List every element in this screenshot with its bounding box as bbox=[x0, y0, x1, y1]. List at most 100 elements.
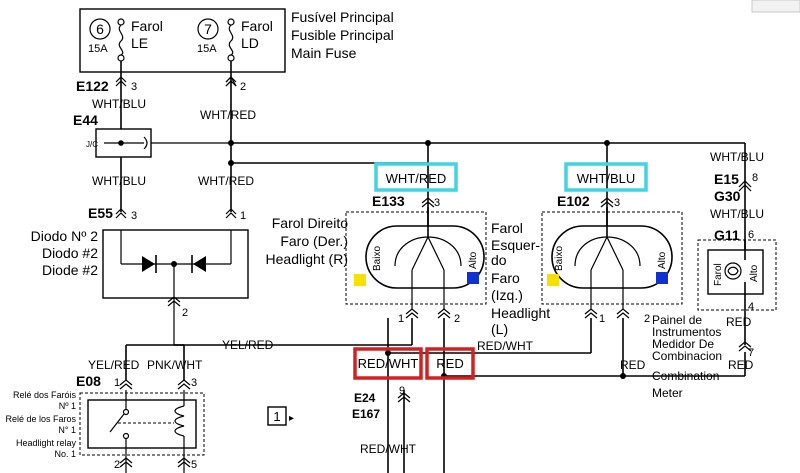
e122-pin-left: 3 bbox=[131, 81, 137, 93]
fuse-6-label-1: Farol bbox=[131, 18, 163, 34]
window-edge bbox=[751, 0, 800, 13]
e167-label: E167 bbox=[352, 407, 380, 421]
hl-left-high: Alto bbox=[657, 251, 668, 269]
e08-label: E08 bbox=[76, 373, 101, 389]
e08-pin-tl: 1 bbox=[114, 377, 120, 389]
fuse-6-amps: 15A bbox=[88, 43, 108, 55]
main-fuse-title-1: Fusível Principal bbox=[291, 9, 394, 25]
wire-red-right-2: RED bbox=[728, 358, 754, 372]
e102-pin-bl: 1 bbox=[599, 313, 605, 325]
fuse-7-label-2: LD bbox=[241, 35, 259, 51]
e15-label: E15 bbox=[714, 171, 739, 187]
diode-box bbox=[102, 229, 249, 345]
relay-label-5: Headlight relay bbox=[16, 438, 77, 448]
main-fuse-title-3: Main Fuse bbox=[291, 45, 357, 61]
relay-label-3: Relé de los Faros bbox=[5, 414, 76, 424]
wire-wht-blu-1: WHT/BLU bbox=[92, 97, 146, 111]
low-beam-marker-left bbox=[547, 274, 559, 286]
e44-junction-connector bbox=[95, 128, 231, 158]
wire-wht-blu-2: WHT/BLU bbox=[92, 174, 146, 188]
high-beam-marker-right bbox=[467, 272, 479, 284]
g11-label: G11 bbox=[714, 227, 740, 243]
fuse-6-label-2: LE bbox=[131, 35, 148, 51]
e55-pin-right: 1 bbox=[240, 210, 246, 222]
diode-label-2: Diodo #2 bbox=[42, 245, 98, 261]
e102-pin-br: 2 bbox=[644, 313, 650, 325]
hl-left-label-1: Farol bbox=[491, 220, 523, 236]
wire-wht-blu-right-1: WHT/BLU bbox=[710, 150, 764, 164]
e44-label: E44 bbox=[73, 112, 98, 128]
reference-marker: 1 ▸ bbox=[267, 406, 294, 426]
relay-label-6: No. 1 bbox=[54, 449, 76, 459]
relay-label-1: Relé dos Faróis bbox=[13, 390, 77, 400]
wire-wht-blu-right-2: WHT/BLU bbox=[710, 207, 764, 221]
low-beam-marker-right bbox=[354, 274, 366, 286]
wire-yel-red-relay: YEL/RED bbox=[88, 358, 140, 372]
e122-label: E122 bbox=[76, 78, 109, 94]
main-fuse-title-2: Fusible Principal bbox=[291, 27, 394, 43]
g30-label: G30 bbox=[714, 188, 741, 204]
cyan-highlight-right-text: WHT/BLU bbox=[577, 171, 636, 186]
red-highlight-left-text: RED/WHT bbox=[358, 356, 419, 371]
relay-label-2: Nº 1 bbox=[59, 401, 76, 411]
hl-right-label-1: Farol Direito bbox=[272, 215, 348, 231]
hl-right-label-3: Headlight (R) bbox=[266, 251, 348, 267]
ref-number: 1 bbox=[273, 409, 280, 424]
cyan-highlight-right bbox=[564, 162, 648, 192]
e102-pin-top: 3 bbox=[614, 197, 620, 209]
relay-label-4: N° 1 bbox=[58, 425, 76, 435]
e24-pin: 9 bbox=[399, 385, 405, 397]
red-highlight-left bbox=[353, 347, 423, 380]
hl-right-label-2: Faro (Der.) bbox=[280, 233, 348, 249]
wire-red-wht-mid: RED/WHT bbox=[477, 339, 534, 353]
hl-left-low: Baixo bbox=[554, 246, 565, 271]
e55-pin-left: 3 bbox=[131, 210, 137, 222]
e102-label: E102 bbox=[557, 193, 590, 209]
jc-label: J/C bbox=[86, 140, 98, 149]
high-beam-marker-left bbox=[656, 272, 668, 284]
diode-label-3: Diode #2 bbox=[42, 262, 98, 278]
e133-label: E133 bbox=[372, 193, 405, 209]
meter-high-label: Alto bbox=[749, 264, 760, 282]
e08-pin-br: 5 bbox=[191, 459, 197, 471]
fuse-7-amps: 15A bbox=[197, 43, 217, 55]
e133-pin-br: 2 bbox=[454, 313, 460, 325]
hl-left-label-2: Esquer- bbox=[491, 237, 540, 253]
wire-yel-red-mid: YEL/RED bbox=[222, 338, 274, 352]
hl-left-label-3: do bbox=[491, 252, 507, 268]
e08-pin-bl: 2 bbox=[114, 459, 120, 471]
wire-red-right-1: RED bbox=[726, 315, 752, 329]
fuse-7-symbol bbox=[227, 18, 235, 62]
hl-left-label-4: Faro bbox=[491, 270, 520, 286]
g11-pin-top: 6 bbox=[748, 229, 754, 241]
wire-pnk-wht: PNK/WHT bbox=[147, 358, 203, 372]
headlight-right-bulb bbox=[354, 207, 485, 310]
hl-right-high: Alto bbox=[468, 251, 479, 269]
fuse-6-number: 6 bbox=[96, 21, 104, 37]
meter-label-1: Painel de bbox=[652, 313, 702, 327]
e133-pin-top: 3 bbox=[434, 197, 440, 209]
e55-pin-bottom: 2 bbox=[182, 307, 188, 319]
meter-label-2: Instrumentos bbox=[652, 325, 721, 339]
wire-wht-red-2: WHT/RED bbox=[198, 174, 254, 188]
headlight-left-bulb bbox=[547, 207, 673, 310]
relay-box bbox=[87, 390, 197, 473]
fuse-7-label-1: Farol bbox=[241, 18, 273, 34]
hl-left-label-6: Headlight bbox=[491, 305, 550, 321]
fuse-7-number: 7 bbox=[204, 21, 212, 37]
hl-left-label-7: (L) bbox=[491, 321, 508, 337]
wire-red-mid: RED bbox=[620, 358, 646, 372]
hl-left-label-5: (Izq.) bbox=[491, 287, 523, 303]
meter-indicator bbox=[707, 240, 764, 345]
diode-label-1: Diodo Nº 2 bbox=[31, 228, 99, 244]
meter-lamp-label: Farol bbox=[713, 263, 724, 286]
meter-label-3: Medidor De bbox=[652, 337, 714, 351]
meter-label-6: Meter bbox=[652, 386, 683, 400]
hl-right-low: Baixo bbox=[372, 246, 383, 271]
meter-label-4: Combinacion bbox=[652, 349, 722, 363]
g11-pin-bottom: 4 bbox=[748, 301, 754, 313]
meter-conn-pin: 7 bbox=[748, 347, 754, 359]
cyan-highlight-left bbox=[374, 162, 458, 192]
red-highlight-right bbox=[425, 347, 475, 380]
